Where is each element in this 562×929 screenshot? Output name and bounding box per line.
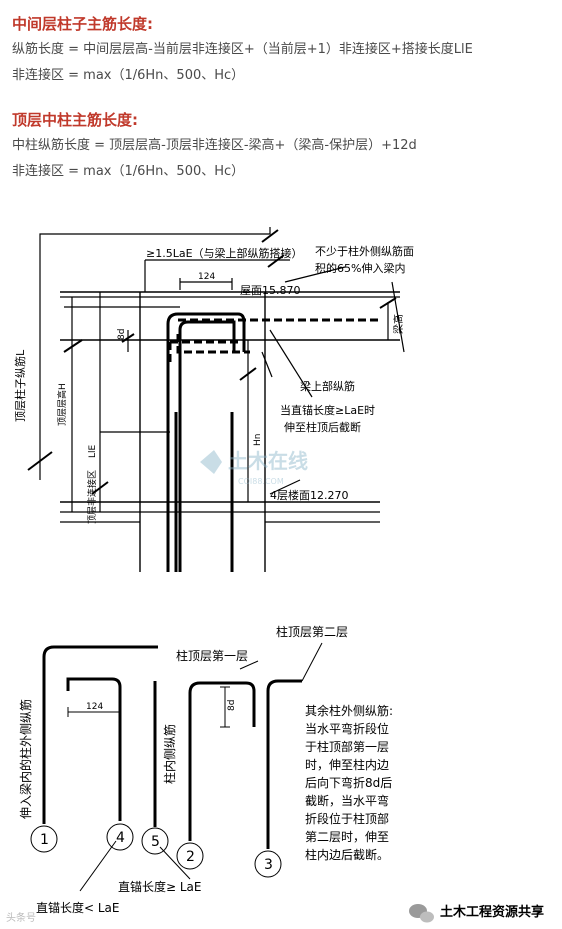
- section-top-column: 顶层中柱主筋长度: 中柱纵筋长度 = 顶层层高-顶层非连接区-梁高+（梁高-保护…: [12, 110, 552, 185]
- watermark-en: COI88.COM: [238, 477, 284, 486]
- note-line: 当水平弯折段位: [305, 721, 389, 736]
- bar-4: [66, 677, 122, 821]
- note-line: 时，伸至柱内边: [305, 757, 389, 772]
- section-title: 中间层柱子主筋长度:: [12, 15, 153, 33]
- label-top-col-bar: 顶层柱子纵筋L: [13, 349, 27, 422]
- num-3: 3: [264, 857, 273, 873]
- num-4: 4: [116, 830, 125, 846]
- label-65pct: 积的65%伸入梁内: [315, 261, 405, 275]
- note-line: 截断，当水平弯: [305, 793, 389, 808]
- note-line: 折段位于柱顶部: [305, 811, 389, 826]
- label-not-less: 不少于柱外侧纵筋面: [315, 244, 414, 258]
- section-title: 顶层中柱主筋长度:: [12, 111, 138, 129]
- label-anchor-1: 当直锚长度≥LaE时: [280, 403, 375, 417]
- dim-8d: 8d: [227, 700, 237, 711]
- formula-line: 非连接区 = max（1/6Hn、500、Hc）: [12, 68, 245, 83]
- label-8d: 8d: [117, 329, 127, 340]
- num-2: 2: [186, 849, 195, 865]
- label-non-conn: 顶层非连接区: [86, 470, 98, 524]
- section-middle-column: 中间层柱子主筋长度: 纵筋长度 = 中间层层高-当前层非连接区+（当前层+1）非…: [12, 14, 552, 89]
- label-anchor-ge: 直锚长度≥ LaE: [118, 879, 202, 894]
- label-inner-bar: 柱内侧纵筋: [162, 724, 177, 784]
- label-15lae: ≥1.5LaE（与梁上部纵筋搭接）: [146, 246, 303, 260]
- note-line: 后向下弯折8d后: [305, 775, 392, 790]
- label-anchor-2: 伸至柱顶后截断: [284, 420, 361, 434]
- bar-3: [266, 679, 302, 849]
- bar-type-diagram: 柱顶层第二层 柱顶层第一层 伸入梁内的柱外侧纵筋 柱内侧纵筋 124 8d 1 …: [6, 624, 544, 924]
- note-line: 于柱顶部第一层: [305, 739, 389, 754]
- label-hn: Hn: [253, 434, 263, 446]
- note-block: 其余柱外侧纵筋: 当水平弯折段位 于柱顶部第一层 时，伸至柱内边 后向下弯折8d…: [305, 703, 393, 862]
- label-top2: 柱顶层第二层: [276, 624, 348, 639]
- formula-line: 中柱纵筋长度 = 顶层层高-顶层非连接区-梁高+（梁高-保护层）+12d: [12, 138, 417, 153]
- column-detail-diagram: 土木在线 COI88.COM ≥1.5LaE（与梁上部纵筋搭接） 不少于柱外侧纵…: [13, 227, 414, 572]
- watermark-cn: 土木在线: [228, 449, 308, 473]
- footer: 头条号 土木工程资源共享: [6, 904, 544, 924]
- left-mark: 头条号: [6, 911, 36, 924]
- label-roof: 屋面15.870: [240, 284, 301, 297]
- num-5: 5: [151, 834, 160, 850]
- label-lle: LlE: [88, 444, 98, 458]
- num-1: 1: [40, 832, 49, 848]
- label-anchor-lt: 直锚长度< LaE: [36, 900, 120, 915]
- formula-line: 纵筋长度 = 中间层层高-当前层非连接区+（当前层+1）非连接区+搭接长度LlE: [12, 42, 473, 57]
- brand-name: 土木工程资源共享: [440, 904, 544, 920]
- note-line: 第二层时，伸至: [305, 830, 389, 844]
- wechat-icon: [409, 904, 434, 923]
- formula-line: 非连接区 = max（1/6Hn、500、Hc）: [12, 164, 245, 179]
- note-line: 柱内边后截断。: [305, 847, 389, 862]
- bar-2: [188, 681, 256, 841]
- dim-124: 124: [198, 272, 215, 282]
- bar-1: [42, 645, 158, 824]
- watermark: 土木在线 COI88.COM: [200, 449, 308, 486]
- label-outer-bar: 伸入梁内的柱外侧纵筋: [18, 699, 33, 819]
- label-floor4: 4层楼面12.270: [270, 488, 349, 502]
- label-beam-top-bar: 梁上部纵筋: [300, 379, 355, 393]
- label-top-floor-height: 顶层层高H: [56, 383, 68, 426]
- label-top1: 柱顶层第一层: [176, 648, 248, 663]
- note-line: 其余柱外侧纵筋:: [305, 703, 393, 718]
- label-beam-height: 梁高: [392, 314, 405, 334]
- dim-124: 124: [86, 702, 103, 712]
